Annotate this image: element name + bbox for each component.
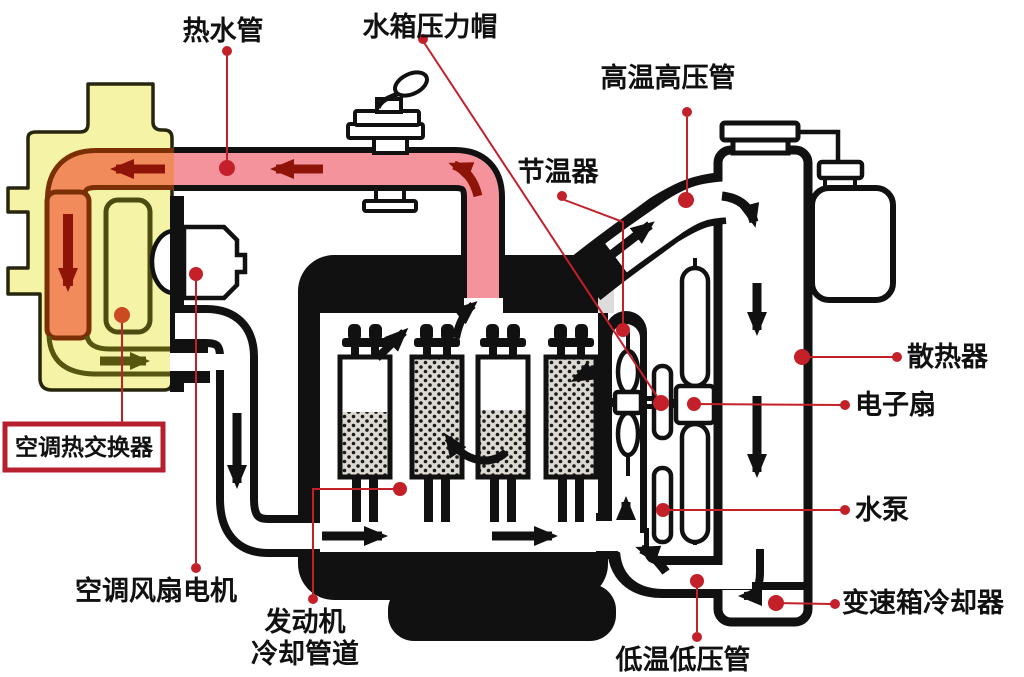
high-temp-pipe (567, 172, 760, 301)
water-pump-dot (656, 503, 670, 517)
pink-elbow-arrow (448, 160, 483, 198)
label-water-pump: 水泵 (855, 495, 909, 526)
electric-fan-blade-bottom (679, 421, 711, 545)
label-engine-cooling-2: 冷却管道 (251, 638, 359, 670)
engine-outlet-up-arrow (452, 301, 478, 339)
low-temp-flow-arrow (635, 544, 670, 575)
small-fan-hub (612, 389, 644, 416)
radiator-inlet-arrow (721, 191, 760, 228)
flow-arrow-cyl4 (570, 360, 606, 383)
cylinder-1 (337, 354, 393, 480)
overflow-tube (796, 129, 841, 164)
transmission-cooler-dot (768, 595, 784, 611)
annotations (121, 40, 893, 632)
bottle-cap (816, 159, 865, 181)
high-temp-pipe-dot (678, 192, 694, 208)
label-radiator: 散热器 (907, 342, 989, 373)
low-temp-pipe-dot (690, 574, 704, 588)
radiator-cap (719, 120, 801, 143)
oil-pan (388, 584, 616, 641)
cylinders (322, 324, 606, 546)
label-ac-heat-exchanger: 空调热交换器 (15, 434, 154, 461)
flow-arrow-cyl1 (374, 327, 409, 361)
label-ac-fan-motor: 空调风扇电机 (75, 575, 237, 607)
radiator (713, 120, 896, 627)
high-temp-flow-arrow (599, 221, 655, 266)
flow-arrow-swirl (444, 433, 509, 465)
heater-air-channel (46, 335, 172, 377)
annotation-dots (114, 34, 902, 642)
label-low-temp-pipe: 低温低压管 (615, 645, 751, 676)
trans-cooler-divider (722, 582, 804, 590)
label-transmission-cooler: 变速箱冷却器 (842, 587, 1005, 619)
expansion-bottle (809, 185, 896, 303)
electric-fan-blade-top (679, 265, 711, 389)
label-thermostat: 节温器 (518, 157, 600, 188)
ac-heat-exchanger-unit (6, 82, 186, 392)
label-hot-water-pipe: 热水管 (183, 16, 264, 47)
small-fan-blade-bottom (615, 410, 641, 458)
motor-body (181, 224, 248, 301)
hot-water-pipe-dot (219, 160, 235, 176)
hot-water-pipe (174, 147, 505, 339)
pressure-cap-dot (653, 395, 669, 411)
pressure-cap-assembly (346, 70, 429, 213)
electric-fan-dot (687, 397, 701, 411)
engine-cooling-dot (393, 482, 407, 496)
ac-fan-motor-dot (189, 267, 203, 281)
label-tank-pressure-cap: 水箱压力帽 (363, 11, 498, 43)
label-high-temp-pipe: 高温高压管 (601, 62, 736, 94)
ac-heat-exchanger-label-box: 空调热交换器 (2, 421, 166, 473)
heat-exchanger-dot (114, 307, 130, 323)
cylinder-2 (409, 354, 465, 480)
low-temp-pipe-bore (620, 533, 752, 589)
label-engine-cooling-1: 发动机 (264, 606, 346, 638)
radiator-dot (794, 349, 810, 365)
cap-lever-knob (393, 70, 429, 98)
radiator-flow-arrows (738, 283, 767, 606)
thermostat-dot (616, 323, 630, 337)
small-fan-blade-top (615, 348, 641, 396)
label-electric-fan: 电子扇 (855, 389, 936, 421)
into-trans-cooler-arrow (738, 549, 764, 606)
cylinder-3 (475, 354, 531, 480)
